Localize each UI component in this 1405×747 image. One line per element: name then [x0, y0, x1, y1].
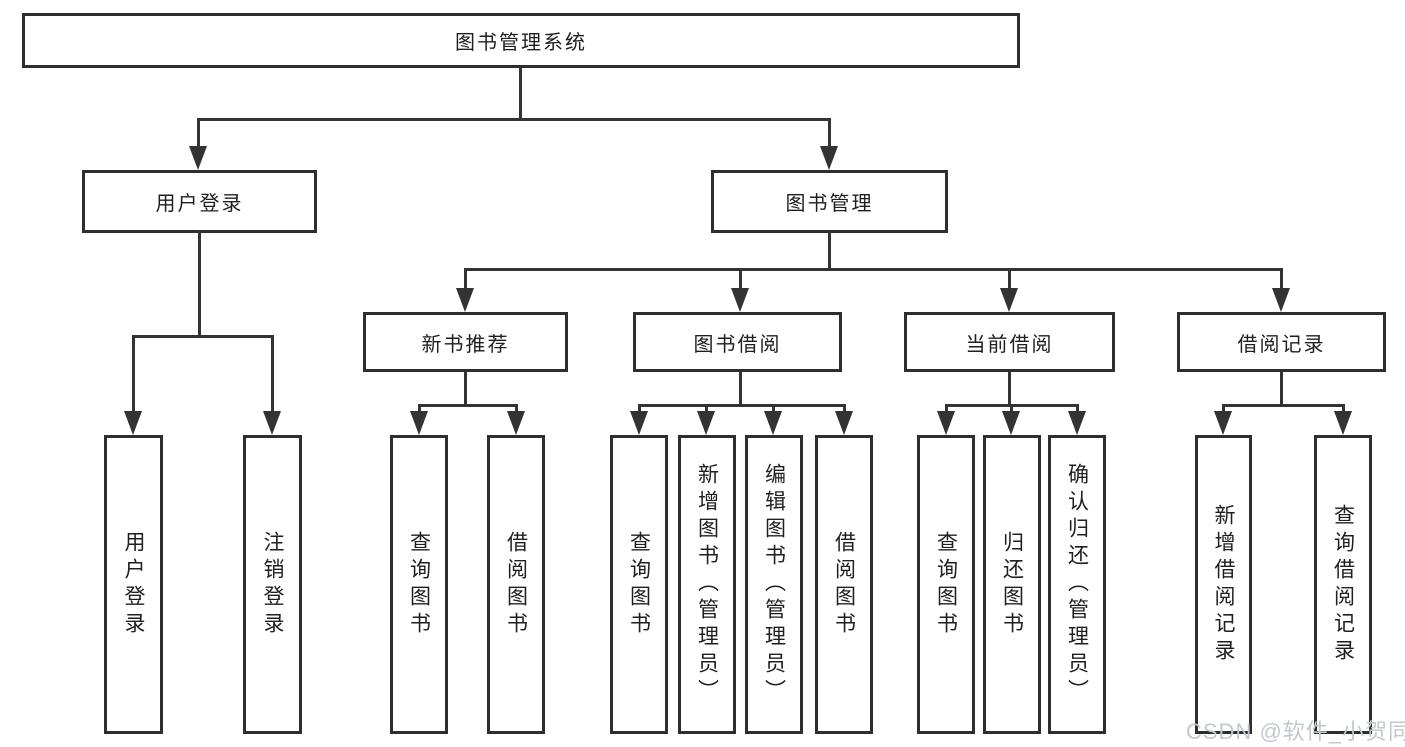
leaf-add-books-admin: 新增图书（管理员）	[678, 435, 736, 734]
arrow-down-icon	[764, 411, 782, 435]
connector-line	[739, 372, 742, 406]
arrow-down-icon	[1214, 411, 1232, 435]
arrow-down-icon	[410, 411, 428, 435]
leaf-user-login: 用户登录	[104, 435, 163, 734]
connector-line	[1010, 404, 1013, 414]
connector-line	[828, 118, 831, 151]
arrow-down-icon	[1002, 411, 1020, 435]
connector-line	[197, 118, 200, 151]
connector-line	[515, 404, 518, 414]
connector-line	[638, 404, 641, 414]
leaf-borrow-books: 借阅图书	[815, 435, 873, 734]
node-book-management: 图书管理	[711, 170, 948, 233]
connector-line	[464, 372, 467, 406]
leaf-add-borrow-record: 新增借阅记录	[1195, 435, 1252, 734]
leaf-query-books-current: 查询图书	[917, 435, 975, 734]
connector-line	[1008, 268, 1011, 291]
leaf-query-books-recommend: 查询图书	[390, 435, 448, 734]
leaf-return-books: 归还图书	[983, 435, 1041, 734]
leaf-confirm-return-admin: 确认归还（管理员）	[1048, 435, 1106, 734]
node-new-book-recommendation: 新书推荐	[363, 312, 568, 372]
arrow-down-icon	[731, 288, 749, 312]
connector-line	[271, 335, 274, 414]
connector-line	[197, 118, 831, 121]
arrow-down-icon	[835, 411, 853, 435]
node-borrowing-records: 借阅记录	[1177, 312, 1386, 372]
arrow-down-icon	[1334, 411, 1352, 435]
leaf-logout: 注销登录	[243, 435, 302, 734]
connector-line	[132, 335, 135, 414]
leaf-edit-books-admin: 编辑图书（管理员）	[745, 435, 803, 734]
arrow-down-icon	[263, 411, 281, 435]
arrow-down-icon	[189, 146, 207, 170]
connector-line	[843, 404, 846, 414]
connector-line	[638, 404, 846, 407]
node-book-borrowing: 图书借阅	[633, 312, 842, 372]
node-user-login: 用户登录	[82, 170, 317, 233]
connector-line	[418, 404, 518, 407]
arrow-down-icon	[820, 146, 838, 170]
connector-line	[828, 230, 831, 270]
arrow-down-icon	[1000, 288, 1018, 312]
leaf-query-books-borrow: 查询图书	[610, 435, 668, 734]
arrow-down-icon	[456, 288, 474, 312]
arrow-down-icon	[697, 411, 715, 435]
connector-line	[418, 404, 421, 414]
leaf-query-borrow-record: 查询借阅记录	[1314, 435, 1372, 734]
connector-line	[1342, 404, 1345, 414]
connector-line	[1280, 268, 1283, 291]
arrow-down-icon	[1272, 288, 1290, 312]
arrow-down-icon	[630, 411, 648, 435]
arrow-down-icon	[1068, 411, 1086, 435]
connector-line	[1008, 372, 1011, 406]
connector-line	[1280, 372, 1283, 406]
connector-line	[519, 68, 522, 120]
connector-line	[1222, 404, 1225, 414]
node-library-management-system: 图书管理系统	[22, 13, 1020, 68]
leaf-borrow-books-recommend: 借阅图书	[487, 435, 545, 734]
connector-line	[739, 268, 742, 291]
connector-line	[1222, 404, 1345, 407]
connector-line	[464, 268, 1283, 271]
connector-line	[1076, 404, 1079, 414]
arrow-down-icon	[507, 411, 525, 435]
connector-line	[705, 404, 708, 414]
arrow-down-icon	[937, 411, 955, 435]
connector-line	[464, 268, 467, 291]
csdn-watermark: CSDN @软件_小贺同学	[1186, 719, 1405, 744]
connector-line	[772, 404, 775, 414]
node-current-borrowing: 当前借阅	[904, 312, 1115, 372]
connector-line	[132, 335, 274, 338]
connector-line	[198, 230, 201, 337]
arrow-down-icon	[124, 411, 142, 435]
connector-line	[945, 404, 948, 414]
